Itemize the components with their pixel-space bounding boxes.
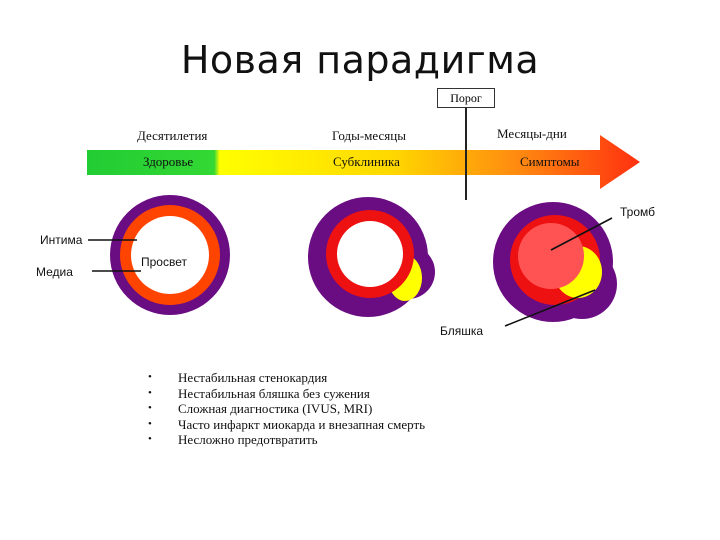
thrombus	[518, 223, 584, 289]
bullet-item: Несложно предотвратить	[148, 432, 425, 448]
media-label: Медиа	[36, 265, 73, 279]
duration-decades: Десятилетия	[137, 128, 208, 143]
intima-label: Интима	[40, 233, 83, 247]
duration-years-months: Годы-месяцы	[332, 128, 406, 143]
bullet-list: Нестабильная стенокардия Нестабильная бл…	[148, 370, 425, 448]
bullet-item: Нестабильная бляшка без сужения	[148, 386, 425, 402]
vessel-healthy	[110, 195, 230, 315]
timeline-arrow	[87, 135, 640, 189]
thrombus-pointer	[550, 217, 613, 251]
duration-months-days: Месяцы-дни	[497, 126, 567, 141]
plaque-label: Бляшка	[440, 324, 484, 338]
lumen	[131, 216, 209, 294]
vessel-thrombus	[493, 202, 617, 322]
stage-symptoms: Симптомы	[520, 154, 580, 169]
bullet-item: Сложная диагностика (IVUS, MRI)	[148, 401, 425, 417]
stage-subclinical: Субклиника	[333, 154, 400, 169]
stage-health: Здоровье	[143, 154, 194, 169]
bullet-item: Нестабильная стенокардия	[148, 370, 425, 386]
thrombus-label: Тромб	[620, 205, 655, 219]
bullet-item: Часто инфаркт миокарда и внезапная смерт…	[148, 417, 425, 433]
vessel-subclinical	[308, 197, 435, 317]
plaque-pointer	[504, 289, 596, 327]
lumen-label: Просвет	[141, 255, 187, 269]
threshold-label: Порог	[437, 88, 495, 108]
lumen	[337, 221, 403, 287]
slide-title: Новая парадигма	[180, 38, 540, 82]
